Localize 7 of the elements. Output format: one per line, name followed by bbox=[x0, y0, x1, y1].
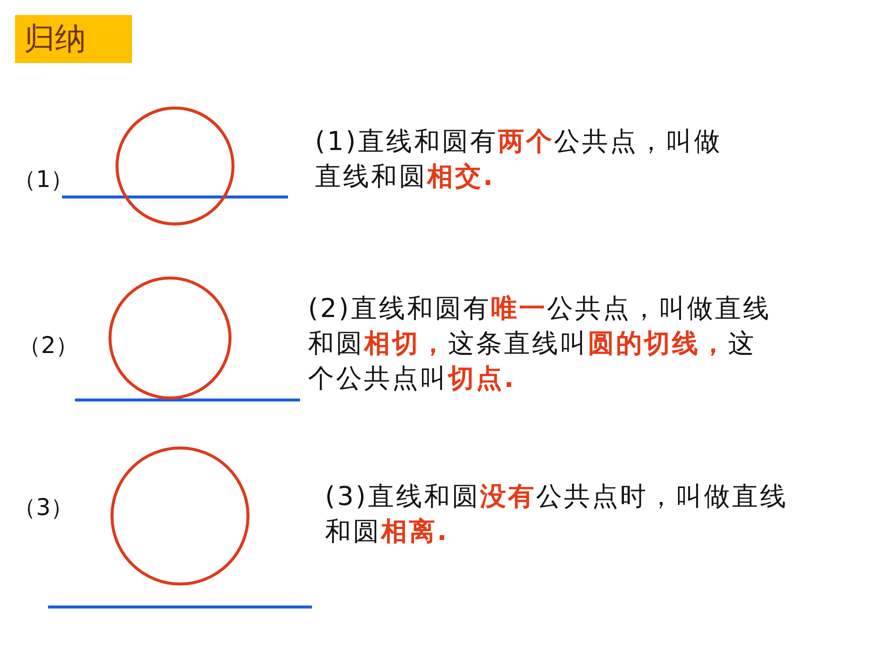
definition-text: (1)直线和圆有两个公共点，叫做直线和圆相交. bbox=[315, 126, 723, 194]
definition-text: (2)直线和圆有唯一公共点，叫做直线和圆相切，这条直线叫圆的切线，这个公共点叫切点. bbox=[308, 293, 772, 396]
definition-text: (3)直线和圆没有公共点时，叫做直线和圆相离. bbox=[325, 481, 789, 549]
case-number: （2） bbox=[18, 332, 79, 360]
case-number: （1） bbox=[13, 166, 74, 194]
case-number: （3） bbox=[13, 494, 74, 522]
title-box: 归纳 bbox=[15, 15, 132, 63]
